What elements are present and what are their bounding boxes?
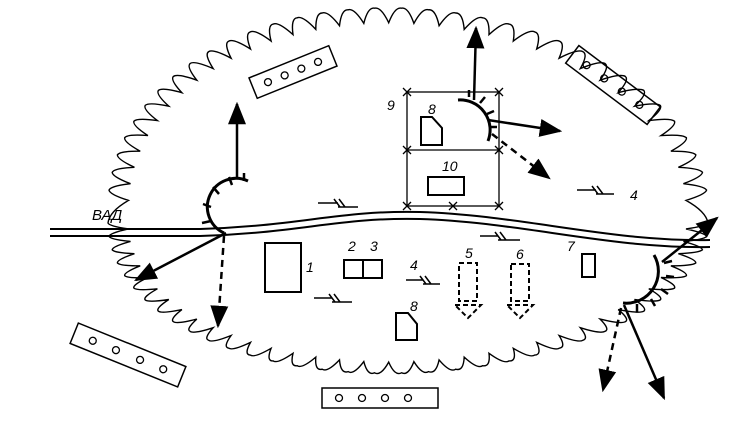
building-1 bbox=[264, 242, 302, 293]
direction-arrows-dashed bbox=[210, 133, 623, 393]
perforated-bar-top-right bbox=[564, 44, 662, 126]
perforated-bar-bottom-left bbox=[69, 322, 187, 388]
road bbox=[50, 210, 711, 249]
label-8-upper: 8 bbox=[428, 101, 436, 117]
object-5 bbox=[452, 262, 484, 320]
object-8-lower bbox=[395, 312, 418, 341]
label-1: 1 bbox=[306, 259, 314, 275]
label-10: 10 bbox=[442, 158, 458, 174]
building-10 bbox=[427, 176, 465, 196]
position-right bbox=[622, 254, 675, 312]
object-6 bbox=[504, 263, 536, 320]
object-8-upper bbox=[420, 116, 443, 146]
label-5: 5 bbox=[465, 245, 473, 261]
label-8-lower: 8 bbox=[410, 298, 418, 314]
label-4-right: 4 bbox=[630, 187, 638, 203]
position-left bbox=[201, 173, 249, 235]
perforated-bar-top-left bbox=[248, 44, 338, 100]
building-7 bbox=[581, 253, 596, 278]
label-4-center: 4 bbox=[410, 257, 418, 273]
zone-9-rectangle bbox=[402, 87, 504, 211]
symbols-4 bbox=[314, 185, 614, 303]
label-9: 9 bbox=[387, 97, 395, 113]
label-3: 3 bbox=[370, 238, 378, 254]
position-top bbox=[457, 90, 497, 142]
road-label: ВАД bbox=[92, 207, 123, 224]
direction-arrows-solid bbox=[134, 25, 719, 401]
site-outline bbox=[107, 7, 709, 375]
perforated-bar-bottom-center bbox=[321, 387, 439, 409]
label-7: 7 bbox=[567, 238, 576, 254]
label-6: 6 bbox=[516, 246, 524, 262]
label-2: 2 bbox=[347, 238, 356, 254]
